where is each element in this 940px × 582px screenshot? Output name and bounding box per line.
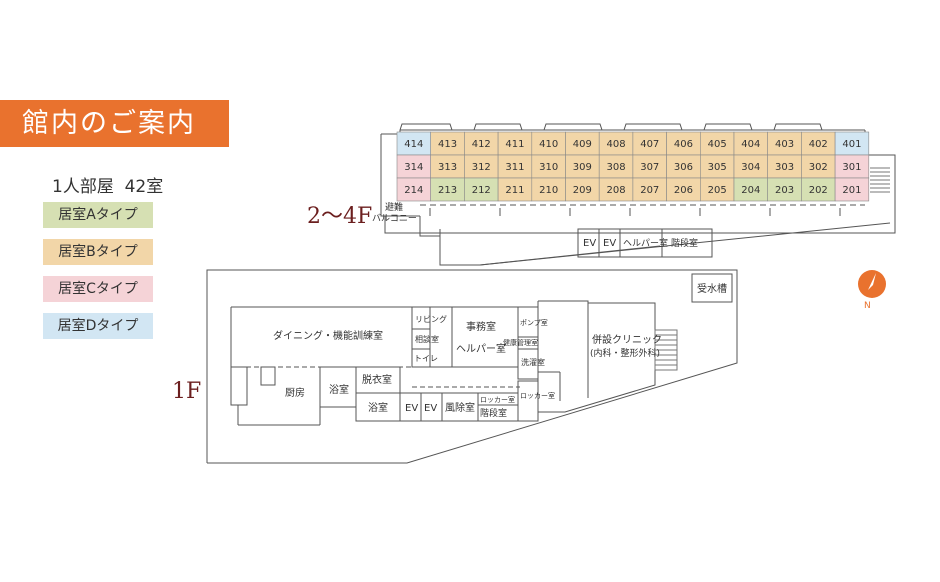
room-summary-prefix: 1人部屋 [52,177,114,197]
upper-room-grid: 414 413 412 411 410 409 408 407 406 405 404 403 402 4… [396,131,870,202]
windbreak-room: 風除室 [445,401,475,414]
room-cell [834,177,870,202]
room-number: 403 [775,139,794,150]
upper-ev-1: EV [583,238,596,249]
dressing-room: 脱衣室 [362,373,392,386]
bath-room-1: 浴室 [329,383,349,396]
room-number: 401 [842,139,861,150]
legend-type-d: 居室Dタイプ [43,313,153,339]
bath-room-2: 浴室 [368,401,388,414]
upper-floor-plan [380,123,896,266]
room-number: 412 [472,139,491,150]
legend-type-b: 居室Bタイプ [43,239,153,265]
room-number: 302 [809,162,828,173]
ev-2: EV [424,403,437,414]
first-floor-plan [206,269,738,464]
room-number: 204 [741,185,760,196]
upper-floor-label: 2～4F [307,204,373,229]
compass-label: N [864,301,871,311]
laundry-room: 洗濯室 [521,357,545,367]
room-number: 408 [607,139,626,150]
legend-type-c: 居室Cタイプ [43,276,153,302]
room-number: 212 [472,185,491,196]
room-number: 413 [438,139,457,150]
locker-room-2: ロッカー室 [520,391,555,400]
room-number: 410 [539,139,558,150]
toilet-room: トイレ [414,354,438,363]
upper-evac-label-1: 避難 [385,201,403,213]
room-number: 311 [505,162,524,173]
room-number: 213 [438,185,457,196]
room-number: 308 [607,162,626,173]
room-number: 306 [674,162,693,173]
room-number: 307 [640,162,659,173]
room-number: 208 [607,185,626,196]
first-floor-label: 1F [172,379,202,404]
living-room: リビング [415,314,447,324]
office-room: 事務室 [466,320,496,333]
pump-room: ポンプ室 [520,318,548,327]
room-number: 402 [809,139,828,150]
room-number: 406 [674,139,693,150]
room-number: 404 [741,139,760,150]
upper-stairs: 階段室 [671,237,698,249]
room-number: 405 [708,139,727,150]
room-number: 210 [539,185,558,196]
room-number: 407 [640,139,659,150]
clinic-dept: (内科・整形外科) [590,347,660,359]
consult-room: 相談室 [415,334,439,344]
room-number: 205 [708,185,727,196]
upper-helper-room: ヘルパー室 [623,237,668,249]
room-number: 203 [775,185,794,196]
room-number: 303 [775,162,794,173]
upper-evac-label-2: バルコニー [372,213,417,224]
ev-1: EV [405,403,418,414]
room-number: 312 [472,162,491,173]
stairs-room: 階段室 [480,407,507,419]
room-number: 207 [640,185,659,196]
room-number: 304 [741,162,760,173]
room-number: 309 [573,162,592,173]
clinic-name: 併設クリニック [592,333,662,346]
room-number: 313 [438,162,457,173]
room-number: 305 [708,162,727,173]
room-summary-count: 42室 [124,177,164,197]
room-number: 409 [573,139,592,150]
room-summary: 1人部屋 42室 [52,172,163,197]
room-number: 314 [404,162,423,173]
helper-room: ヘルパー室 [456,342,506,355]
dining-room: ダイニング・機能訓練室 [273,329,383,342]
room-number: 414 [404,139,423,150]
health-room: 健康管理室 [503,338,538,347]
upper-ev-2: EV [603,238,616,249]
legend-type-a: 居室Aタイプ [43,202,153,228]
room-number: 214 [404,185,423,196]
room-number: 201 [842,185,861,196]
room-number: 310 [539,162,558,173]
locker-room-1: ロッカー室 [480,395,515,404]
room-number: 411 [505,139,524,150]
room-number: 209 [573,185,592,196]
room-number: 211 [505,185,524,196]
compass-icon: N [858,270,886,311]
room-number: 301 [842,162,861,173]
room-number: 202 [809,185,828,196]
kitchen: 厨房 [285,386,305,399]
water-tank: 受水槽 [697,282,727,295]
page-title: 館内のご案内 [0,100,229,147]
room-number: 206 [674,185,693,196]
